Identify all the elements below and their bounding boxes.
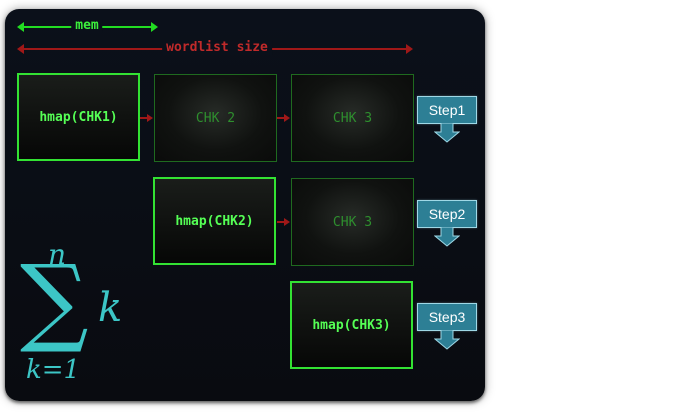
- chunk-box-chk3: CHK 3: [291, 74, 414, 162]
- chunk-label: hmap(CHK2): [175, 213, 254, 229]
- down-arrow-icon: [434, 123, 460, 143]
- mem-arrow-left-head: [17, 22, 24, 32]
- chunk-box-chk3: CHK 3: [291, 178, 414, 266]
- chunk-box-chk2: CHK 2: [154, 74, 277, 162]
- chunk-box-hmap-chk1: hmap(CHK1): [17, 73, 140, 161]
- wordlist-size-label: wordlist size: [162, 41, 272, 55]
- formula-upper-limit: n: [48, 238, 67, 271]
- chunk-label: CHK 3: [332, 214, 373, 230]
- chunk-link-arrow: [140, 114, 153, 122]
- chunk-label: hmap(CHK1): [39, 109, 118, 125]
- wordlist-size-measure: wordlist size: [17, 41, 413, 55]
- down-arrow-icon: [434, 330, 460, 350]
- formula-lower-limit: k=1: [26, 355, 81, 385]
- step2-label: Step2: [417, 200, 477, 228]
- step3-label: Step3: [417, 303, 477, 331]
- step1-callout: Step1: [417, 96, 477, 146]
- step1-label: Step1: [417, 96, 477, 124]
- down-arrow-icon: [434, 227, 460, 247]
- chunk-box-hmap-chk2: hmap(CHK2): [153, 177, 276, 265]
- step2-callout: Step2: [417, 200, 477, 250]
- wordlist-arrow-right-head: [406, 44, 413, 54]
- chunk-link-arrow: [277, 218, 290, 226]
- mem-arrow-right-head: [151, 22, 158, 32]
- formula-term: k: [98, 285, 123, 331]
- chunk-label: CHK 3: [332, 110, 373, 126]
- chunk-label: CHK 2: [195, 110, 236, 126]
- mem-measure: mem: [17, 19, 158, 33]
- step3-callout: Step3: [417, 303, 477, 353]
- sigma-symbol: ∑: [20, 244, 89, 356]
- chunk-link-arrow: [277, 114, 290, 122]
- chunk-box-hmap-chk3: hmap(CHK3): [290, 281, 413, 369]
- chunk-label: hmap(CHK3): [312, 317, 391, 333]
- wordlist-arrow-left-head: [17, 44, 24, 54]
- mem-label: mem: [71, 19, 103, 33]
